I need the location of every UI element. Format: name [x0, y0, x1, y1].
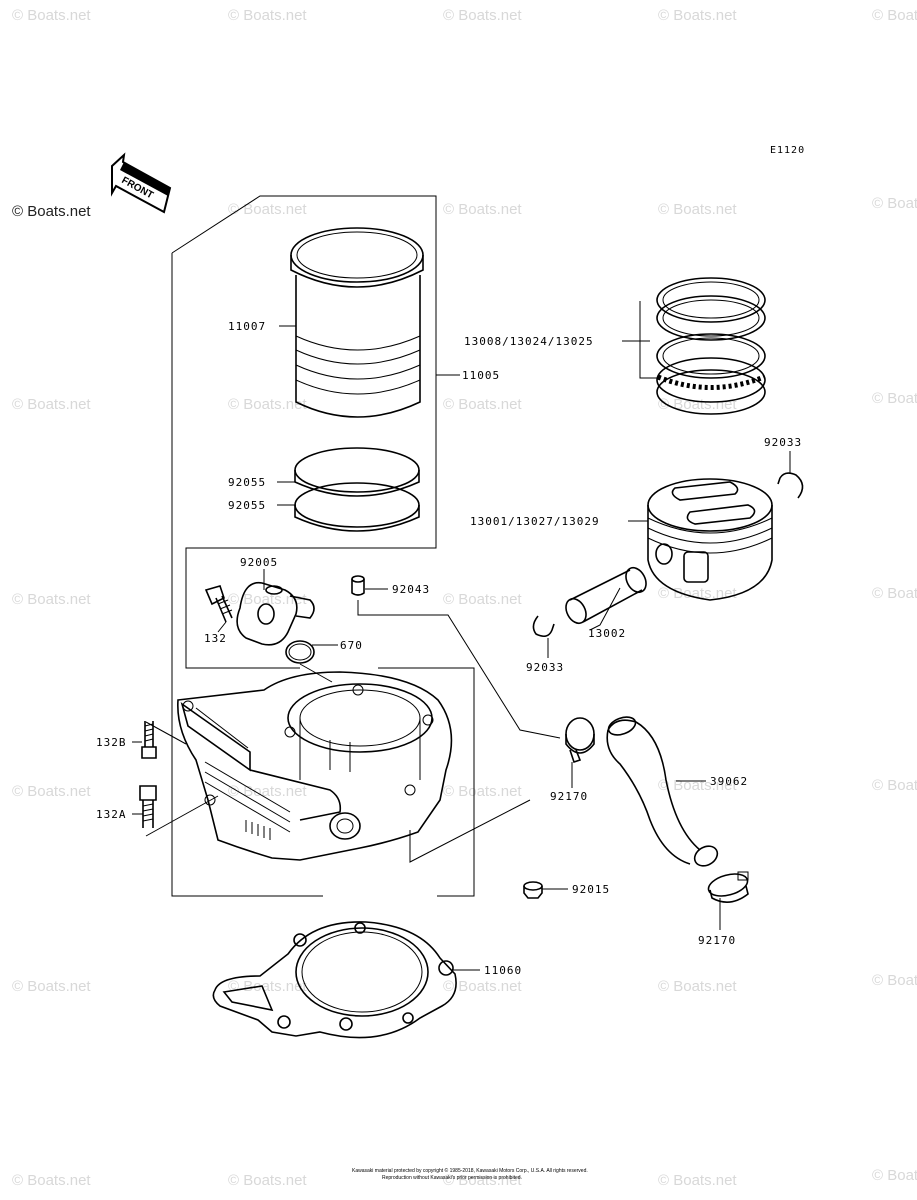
watermark: © Boats.net	[12, 7, 91, 24]
watermark: © Boats.net	[872, 585, 917, 602]
label-132b: 132B	[96, 736, 127, 749]
watermark: © Boats.net	[228, 591, 307, 608]
piston-pin	[565, 566, 647, 625]
watermark: © Boats.net	[443, 396, 522, 413]
label-13008: 13008/13024/13025	[464, 335, 594, 348]
watermark: © Boats.net	[658, 7, 737, 24]
watermark: © Boats.net	[443, 7, 522, 24]
piston	[647, 478, 773, 601]
label-11007: 11007	[228, 320, 266, 333]
circlip-92033-bottom	[532, 615, 555, 638]
watermark: © Boats.net	[228, 201, 307, 218]
watermark: © Boats.net	[12, 396, 91, 413]
watermark: © Boats.net	[228, 978, 307, 995]
label-92055-b: 92055	[228, 499, 266, 512]
group-outline-body	[171, 253, 323, 897]
label-132a: 132A	[96, 808, 127, 821]
watermark-main: © Boats.net	[12, 203, 91, 220]
leader-670-slant	[299, 663, 333, 683]
label-670: 670	[340, 639, 363, 652]
watermark: © Boats.net	[658, 1172, 737, 1189]
water-fitting-92005	[236, 581, 315, 646]
bolt-132a	[139, 785, 157, 828]
watermark: © Boats.net	[872, 1167, 917, 1184]
hose-clamp-92170-lower	[707, 871, 749, 903]
o-ring-670-inner	[288, 643, 312, 661]
plug-92015	[523, 881, 543, 899]
watermark: © Boats.net	[12, 783, 91, 800]
circlip-92033-top	[777, 472, 804, 499]
o-ring-670	[285, 640, 315, 664]
watermark: © Boats.net	[228, 7, 307, 24]
watermark-layer: © Boats.net © Boats.net © Boats.net © Bo…	[12, 7, 917, 1189]
label-11060: 11060	[484, 964, 522, 977]
water-hose-39062	[606, 716, 719, 867]
label-132: 132	[204, 632, 227, 645]
cylinder-block	[177, 671, 453, 861]
label-92043: 92043	[392, 583, 430, 596]
cylinder-sleeve	[290, 227, 424, 418]
label-13001: 13001/13027/13029	[470, 515, 600, 528]
watermark: © Boats.net	[658, 585, 737, 602]
label-92005: 92005	[240, 556, 278, 569]
leader-132a-slant	[145, 795, 219, 837]
watermark: © Boats.net	[228, 1172, 307, 1189]
watermark: © Boats.net	[872, 195, 917, 212]
label-92055-a: 92055	[228, 476, 266, 489]
watermark: © Boats.net	[658, 978, 737, 995]
watermark: © Boats.net	[12, 591, 91, 608]
watermark: © Boats.net	[658, 201, 737, 218]
head-gasket-11060	[212, 921, 457, 1039]
group-outline-right	[378, 667, 475, 897]
leader-13002	[589, 587, 621, 631]
hose-clamp-92170-upper	[565, 717, 595, 764]
watermark: © Boats.net	[443, 591, 522, 608]
label-11005: 11005	[462, 369, 500, 382]
leader-92015	[409, 799, 531, 863]
copyright-line-2: Reproduction without Kawasaki's prior pe…	[382, 1175, 522, 1181]
watermark: © Boats.net	[443, 201, 522, 218]
watermark: © Boats.net	[872, 390, 917, 407]
leader-92043-pin	[357, 600, 561, 739]
label-39062: 39062	[710, 775, 748, 788]
label-92033-a: 92033	[764, 436, 802, 449]
watermark: © Boats.net	[872, 7, 917, 24]
dowel-pin-92043	[351, 575, 365, 596]
label-92015: 92015	[572, 883, 610, 896]
piston-rings	[656, 277, 766, 415]
label-92033-b: 92033	[526, 661, 564, 674]
watermark: © Boats.net	[658, 396, 737, 413]
diagram-code: E1120	[770, 145, 805, 156]
o-ring-92055	[294, 447, 420, 532]
bracket-13008	[639, 301, 660, 379]
front-arrow-icon: FRONT	[111, 152, 172, 214]
watermark: © Boats.net	[12, 978, 91, 995]
watermark: © Boats.net	[228, 783, 307, 800]
watermark: © Boats.net	[872, 972, 917, 989]
group-outline-cylinder	[171, 195, 437, 669]
leader-132	[217, 621, 227, 633]
watermark: © Boats.net	[443, 783, 522, 800]
watermark: © Boats.net	[443, 978, 522, 995]
label-92170-b: 92170	[698, 934, 736, 947]
label-13002: 13002	[588, 627, 626, 640]
copyright-line-1: Kawasaki material protected by copyright…	[352, 1167, 588, 1174]
label-92170-a: 92170	[550, 790, 588, 803]
leader-132b-slant	[145, 721, 187, 745]
watermark: © Boats.net	[12, 1172, 91, 1189]
watermark: © Boats.net	[228, 396, 307, 413]
watermark: © Boats.net	[443, 1172, 522, 1189]
bolt-132	[204, 585, 233, 623]
watermark: © Boats.net	[872, 777, 917, 794]
